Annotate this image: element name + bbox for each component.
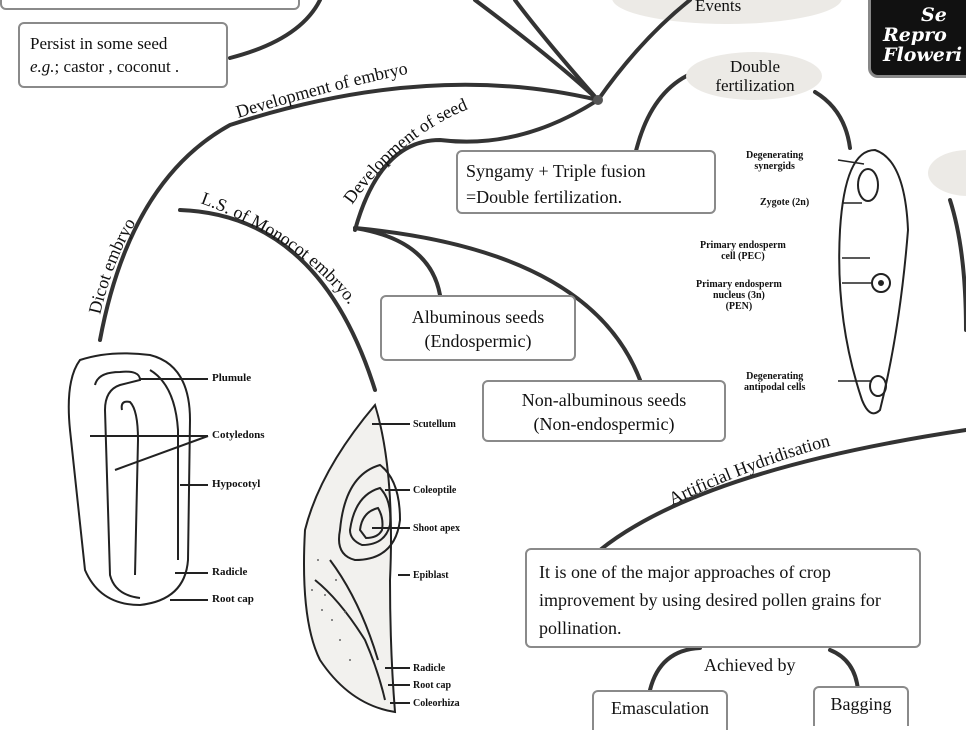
dicot-label-hypocotyl: Hypocotyl xyxy=(212,478,260,490)
monocot-label-radicle: Radicle xyxy=(413,663,445,674)
title-line-1: Se xyxy=(883,5,966,25)
achieved-by-label: Achieved by xyxy=(704,655,795,676)
sac-label-antipodal: Degenerating antipodal cells xyxy=(744,371,805,393)
hybridisation-box: It is one of the major approaches of cro… xyxy=(525,548,921,648)
events-heading: Events xyxy=(695,0,741,16)
label-dicot-embryo: Dicot embryo xyxy=(84,214,139,315)
branch-achieved-right xyxy=(830,650,858,690)
sac-label-pen: Primary endosperm nucleus (3n) (PEN) xyxy=(696,279,782,312)
hybridisation-text: It is one of the major approaches of cro… xyxy=(539,558,907,642)
branch-double-fert-left xyxy=(635,72,695,155)
syngamy-line1: Syngamy + Triple fusion xyxy=(466,158,706,184)
dicot-label-radicle: Radicle xyxy=(212,566,247,578)
emasculation-label: Emasculation xyxy=(611,698,709,718)
branch-double-fert-right xyxy=(815,92,850,148)
persist-line1: Persist in some seed xyxy=(30,32,216,55)
sac-label-synergids: Degenerating synergids xyxy=(746,150,803,172)
bagging-box: Bagging xyxy=(813,686,909,726)
double-fert-line1: Double xyxy=(700,57,810,76)
albuminous-line2: (Endospermic) xyxy=(382,329,574,353)
monocot-embryo-illustration xyxy=(304,405,400,712)
embryo-sac-pointer-lines xyxy=(838,160,872,381)
label-monocot-embryo: L.S. of Monocot embryo. xyxy=(199,188,362,307)
monocot-label-coleoptile: Coleoptile xyxy=(413,485,456,496)
dicot-label-cotyledons: Cotyledons xyxy=(212,429,265,441)
branch-top xyxy=(515,0,598,100)
title-line-3: Floweri xyxy=(883,45,966,65)
bagging-label: Bagging xyxy=(831,694,892,714)
branch-achieved-left xyxy=(650,648,700,690)
monocot-label-scutellum: Scutellum xyxy=(413,419,456,430)
monocot-label-coleorhiza: Coleorhiza xyxy=(413,698,460,709)
dicot-label-root-cap: Root cap xyxy=(212,593,254,605)
dicot-embryo-illustration xyxy=(69,353,190,605)
non-albuminous-line1: Non-albuminous seeds xyxy=(484,388,724,412)
emasculation-box: Emasculation xyxy=(592,690,728,730)
double-fert-heading: Double fertilization xyxy=(700,57,810,95)
persist-box: Persist in some seed e.g.; castor , coco… xyxy=(18,22,228,88)
double-fert-line2: fertilization xyxy=(700,76,810,95)
hub-node xyxy=(593,95,603,105)
sac-label-zygote: Zygote (2n) xyxy=(760,197,809,208)
monocot-label-shoot-apex: Shoot apex xyxy=(413,523,460,534)
branch-right xyxy=(950,200,966,330)
dicot-label-plumule: Plumule xyxy=(212,372,251,384)
top-left-box-clipped xyxy=(0,0,300,10)
monocot-label-epiblast: Epiblast xyxy=(413,570,449,581)
persist-rest: ; castor , coconut . xyxy=(55,57,180,76)
albuminous-line1: Albuminous seeds xyxy=(382,305,574,329)
non-albuminous-box: Non-albuminous seeds (Non-endospermic) xyxy=(482,380,726,442)
sac-label-pec: Primary endosperm cell (PEC) xyxy=(700,240,786,262)
persist-line2: e.g.; castor , coconut . xyxy=(30,55,216,78)
monocot-label-root-cap: Root cap xyxy=(413,680,451,691)
title-line-2: Repro xyxy=(883,25,966,45)
albuminous-box: Albuminous seeds (Endospermic) xyxy=(380,295,576,361)
non-albuminous-line2: (Non-endospermic) xyxy=(484,412,724,436)
syngamy-box: Syngamy + Triple fusion =Double fertiliz… xyxy=(456,150,716,214)
label-development-seed: Development of seed xyxy=(339,94,470,207)
title-block: Se Repro Floweri xyxy=(868,0,966,78)
persist-eg: e.g. xyxy=(30,57,55,76)
syngamy-line2: =Double fertilization. xyxy=(466,184,706,210)
embryo-sac-illustration xyxy=(839,150,908,413)
